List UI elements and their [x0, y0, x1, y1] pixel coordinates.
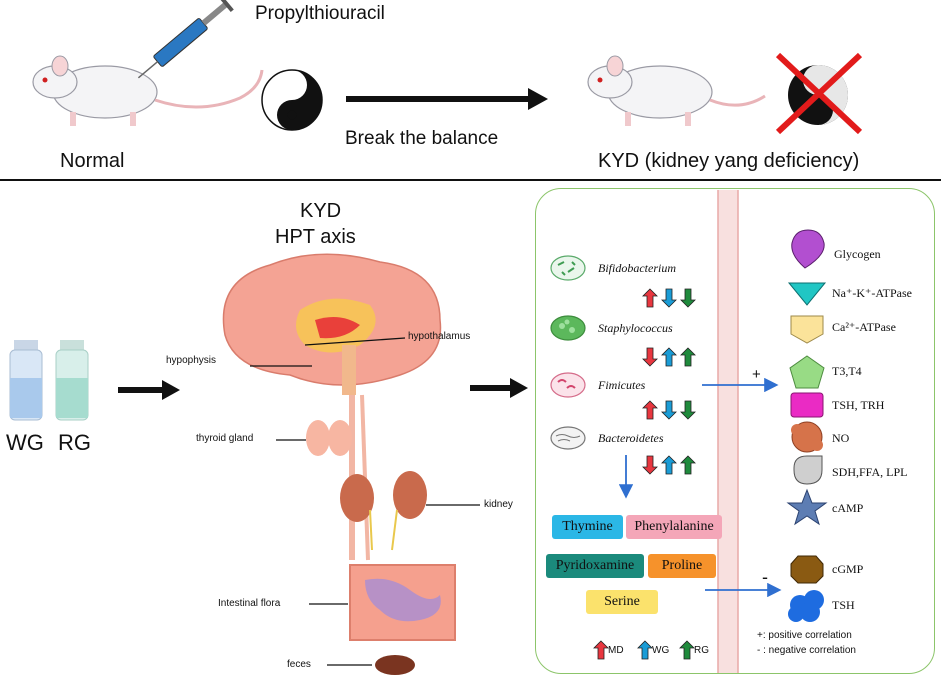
thyroid-icon [306, 420, 352, 456]
down-arrow-icon [642, 455, 658, 475]
up-arrow-icon [642, 288, 658, 308]
kidney-icon [340, 471, 427, 551]
tsh-cloud-icon [788, 590, 824, 622]
up-arrow-icon [661, 347, 677, 367]
bacterium-label: Fimicutes [598, 378, 646, 392]
legend-positive: +: positive correlation [757, 630, 852, 641]
down-arrow-icon [680, 288, 696, 308]
legend-md: MD [608, 645, 624, 656]
center-title-line2: HPT axis [275, 226, 356, 248]
hypophysis-label: hypophysis [166, 355, 217, 366]
up-arrow-icon [680, 347, 696, 367]
positive-sign: + [752, 366, 761, 383]
yin-yang-icon [261, 69, 323, 131]
cgmp-icon [790, 555, 824, 584]
marker-label: TSH [832, 598, 855, 612]
marker-label: NO [832, 431, 850, 445]
bacterium-label: Staphylococcus [598, 321, 673, 335]
kyd-rat-icon [587, 55, 766, 126]
camp-icon [786, 488, 828, 526]
t3-t4-icon [789, 355, 825, 389]
center-title-line1: KYD [300, 200, 342, 222]
thyroid-label: thyroid gland [196, 433, 254, 444]
kidney-label: kidney [484, 499, 513, 510]
intestine-icon [349, 564, 456, 675]
bacterium-label: Bacteroidetes [598, 431, 664, 445]
drug-label: Propylthiouracil [255, 3, 385, 24]
phenylalanine-box: Phenylalanine [626, 515, 722, 539]
wg-label: WG [6, 430, 44, 455]
serine-box: Serine [586, 590, 658, 614]
rg-label: RG [58, 430, 91, 455]
no-icon [791, 421, 823, 453]
mechanism-panel [535, 188, 935, 674]
pyridoxamine-box: Pyridoxamine [546, 554, 644, 578]
up-arrow-icon [637, 640, 653, 660]
up-arrow-icon [680, 455, 696, 475]
kyd-label: KYD (kidney yang deficiency) [598, 150, 860, 172]
up-arrow-icon [642, 400, 658, 420]
negative-sign: - [762, 567, 768, 587]
legend-negative: - : negative correlation [757, 645, 856, 656]
normal-label: Normal [60, 150, 125, 172]
wg-vial-icon [9, 340, 43, 421]
na-k-atpase-icon [787, 282, 827, 306]
normal-rat-icon [32, 55, 264, 126]
glycogen-icon [791, 229, 825, 269]
sdh-ffa-lpl-icon [793, 455, 823, 485]
marker-label: Ca²⁺-ATPase [832, 320, 896, 334]
up-arrow-icon [593, 640, 609, 660]
brain-icon [222, 253, 442, 395]
down-arrow-icon [642, 347, 658, 367]
rg-vial-icon [55, 340, 89, 421]
ca-atpase-icon [790, 315, 824, 344]
tsh-trh-icon [790, 392, 824, 418]
broken-balance-icon [775, 52, 863, 135]
feces-label: feces [287, 659, 311, 670]
gut-wall-icon [717, 190, 739, 674]
fimicutes-icon [550, 372, 586, 398]
syringe-icon [137, 0, 234, 79]
marker-label: cGMP [832, 562, 864, 576]
regulation-arrows [642, 288, 696, 475]
legend-wg: WG [652, 645, 670, 656]
bacterium-label: Bifidobacterium [598, 261, 676, 275]
proline-box: Proline [648, 554, 716, 578]
up-arrow-icon [661, 455, 677, 475]
action-label: Break the balance [345, 128, 499, 149]
down-arrow-icon [680, 400, 696, 420]
marker-label: TSH, TRH [832, 398, 885, 412]
thymine-box: Thymine [552, 515, 623, 539]
marker-label: SDH,FFA, LPL [832, 465, 908, 479]
down-arrow-icon [661, 400, 677, 420]
flora-label: Intestinal flora [218, 598, 281, 609]
hypothalamus-label: hypothalamus [408, 331, 471, 342]
down-arrow-icon [661, 288, 677, 308]
marker-label: cAMP [832, 501, 864, 515]
legend-arrow-icons [593, 640, 695, 660]
marker-label: T3,T4 [832, 364, 862, 378]
up-arrow-icon [679, 640, 695, 660]
legend-rg: RG [694, 645, 709, 656]
marker-label: Na⁺-K⁺-ATPase [832, 286, 912, 300]
staphylococcus-icon [550, 315, 586, 341]
marker-label: Glycogen [834, 247, 881, 261]
bifidobacterium-icon [550, 255, 586, 281]
bacteroidetes-icon [550, 426, 586, 450]
